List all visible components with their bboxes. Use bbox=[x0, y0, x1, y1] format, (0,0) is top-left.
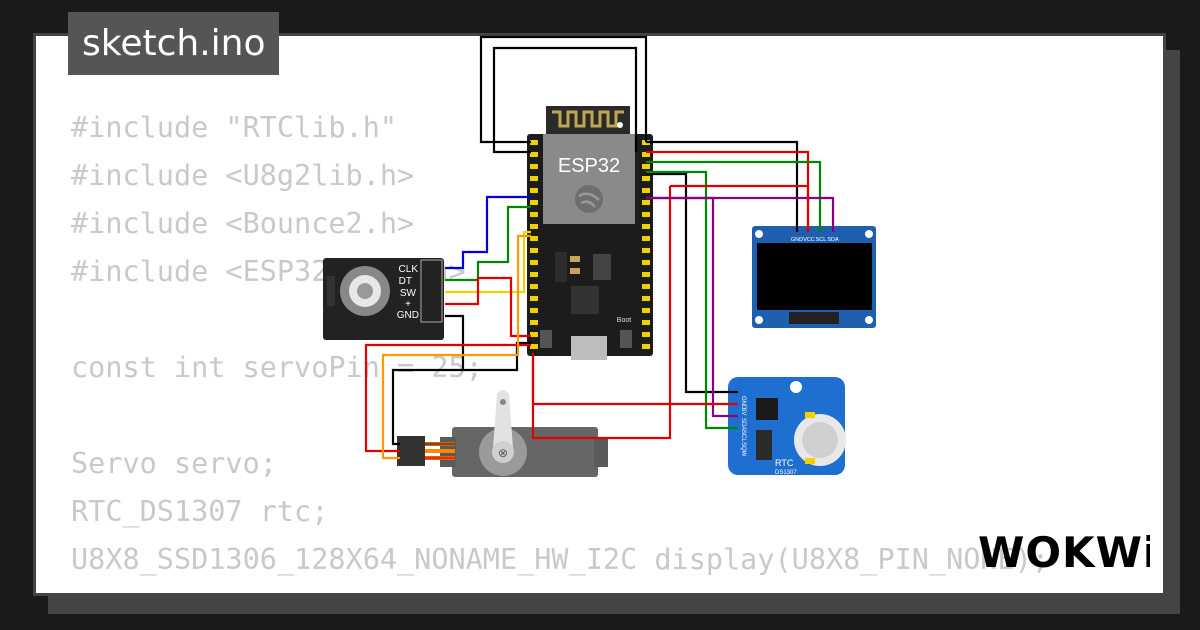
encoder-pin-vcc: + bbox=[405, 299, 411, 310]
code-line: #include <U8g2lib.h> bbox=[71, 159, 415, 192]
code-line: #include "RTClib.h" bbox=[71, 111, 398, 144]
en-button[interactable] bbox=[540, 330, 552, 348]
encoder-pin-clk: CLK bbox=[399, 264, 419, 275]
encoder-pin-dt: DT bbox=[399, 276, 412, 287]
oled-pin-gnd: GND bbox=[791, 237, 803, 243]
servo-screw-icon: ⊗ bbox=[498, 446, 508, 460]
encoder-pin-gnd: GND bbox=[397, 310, 419, 321]
wokwi-logo[interactable]: WOKWi bbox=[978, 527, 1150, 575]
star-logo-icon bbox=[790, 381, 802, 393]
oled-pin-sda: SDA bbox=[827, 237, 839, 243]
oled-pin-vcc: VCC bbox=[803, 237, 815, 243]
oled-pin-scl: SCL bbox=[816, 237, 827, 243]
rtc-model-label: DS1307 bbox=[775, 470, 797, 476]
servo-motor[interactable]: ⊗ bbox=[397, 390, 608, 477]
code-preview: #include "RTClib.h" #include <U8g2lib.h> #… bbox=[71, 104, 1049, 584]
code-line: Servo servo; bbox=[71, 447, 277, 480]
boot-button[interactable] bbox=[620, 330, 632, 348]
usb-port-icon bbox=[571, 336, 607, 360]
rtc-label: RTC bbox=[775, 458, 794, 468]
code-line: #include <Bounce2.h> bbox=[71, 207, 415, 240]
rtc-pin-sda: SDA bbox=[740, 418, 746, 430]
esp32-label: ESP32 bbox=[558, 155, 620, 177]
rtc-module[interactable]: GND 5V SDA SCL SQW RTC DS1307 bbox=[728, 377, 846, 476]
rtc-pin-5v: 5V bbox=[740, 408, 746, 415]
wires bbox=[364, 35, 835, 460]
rtc-pin-scl: SCL bbox=[740, 430, 746, 442]
esp32-board[interactable]: ESP32 Boot bbox=[527, 106, 653, 360]
code-line: RTC_DS1307 rtc; bbox=[71, 495, 329, 528]
code-line: const int servoPin = 25; bbox=[71, 351, 483, 384]
rtc-pin-sqw: SQW bbox=[740, 442, 746, 457]
sketch-filename-tab[interactable]: sketch.ino bbox=[68, 12, 280, 75]
rotary-encoder[interactable]: CLK DT SW + GND bbox=[323, 258, 444, 340]
rtc-pin-gnd: GND bbox=[740, 396, 746, 410]
boot-label: Boot bbox=[617, 317, 631, 324]
code-line: U8X8_SSD1306_128X64_NONAME_HW_I2C displa… bbox=[71, 543, 1050, 576]
oled-display[interactable]: GND VCC SCL SDA bbox=[752, 226, 876, 328]
encoder-pin-sw: SW bbox=[400, 288, 417, 299]
espressif-icon bbox=[575, 185, 603, 213]
logo-text: WOKWi bbox=[978, 528, 1150, 575]
